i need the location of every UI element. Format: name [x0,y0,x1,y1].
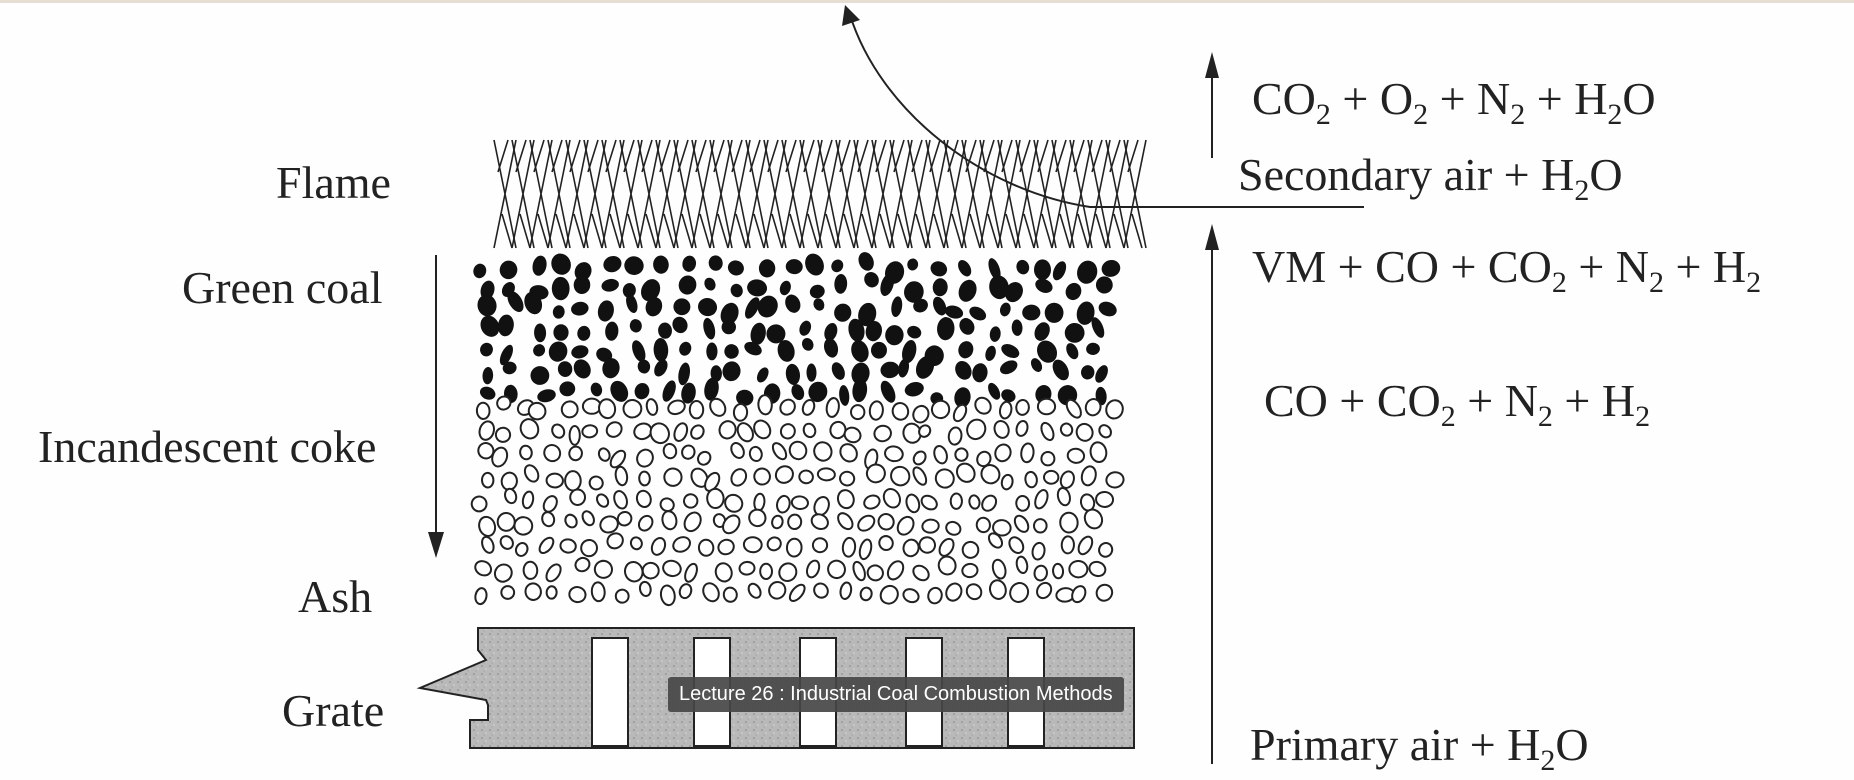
subscript: 2 [1635,400,1650,433]
formula-part: + N [1456,375,1538,426]
formula-part: + O [1331,73,1413,124]
label-flame: Flame [276,157,391,208]
gas-vm-formula: VM + CO + CO2 + N2 + H2 [1252,241,1761,299]
formula-part: Secondary air + H [1238,149,1574,200]
subscript: 2 [1607,98,1622,131]
coke-ash-layer [470,394,1125,607]
subscript: 2 [1441,400,1456,433]
upward-gas-arrow-top [1205,52,1219,158]
subscript: 2 [1574,174,1589,207]
formula-part: VM + CO + CO [1252,241,1552,292]
formula-part: + H [1553,375,1635,426]
subscript: 2 [1510,98,1525,131]
subscript: 2 [1540,744,1555,777]
formula-part: CO + CO [1264,375,1441,426]
subscript: 2 [1552,266,1567,299]
gas-co-formula: CO + CO2 + N2 + H2 [1264,375,1650,433]
formula-part: + N [1567,241,1649,292]
gas-primary-air: Primary air + H2O [1250,719,1589,777]
subscript: 2 [1413,98,1428,131]
video-title-tooltip: Lecture 26 : Industrial Coal Combustion … [668,677,1124,712]
green-coal-layer [473,252,1121,408]
formula-part: Primary air + H [1250,719,1540,770]
formula-part: O [1622,73,1655,124]
label-grate: Grate [282,685,384,736]
formula-part: CO [1252,73,1316,124]
gas-top-formula: CO2 + O2 + N2 + H2O [1252,73,1656,131]
subscript: 2 [1538,400,1553,433]
flame-zone [493,139,1147,249]
gas-secondary-air: Secondary air + H2O [1238,149,1623,207]
formula-part: O [1555,719,1588,770]
label-green-coal: Green coal [182,262,383,313]
window-top-border [0,0,1854,3]
subscript: 2 [1649,266,1664,299]
upward-gas-arrow-main [1205,224,1219,764]
formula-part: + N [1428,73,1510,124]
label-ash: Ash [298,571,372,622]
label-incandescent-coke: Incandescent coke [38,421,376,472]
formula-part: + H [1664,241,1746,292]
subscript: 2 [1316,98,1331,131]
formula-part: O [1589,149,1622,200]
downward-process-arrow [428,255,444,558]
formula-part: + H [1525,73,1607,124]
subscript: 2 [1746,266,1761,299]
secondary-air-curve-arrow [842,5,1364,208]
